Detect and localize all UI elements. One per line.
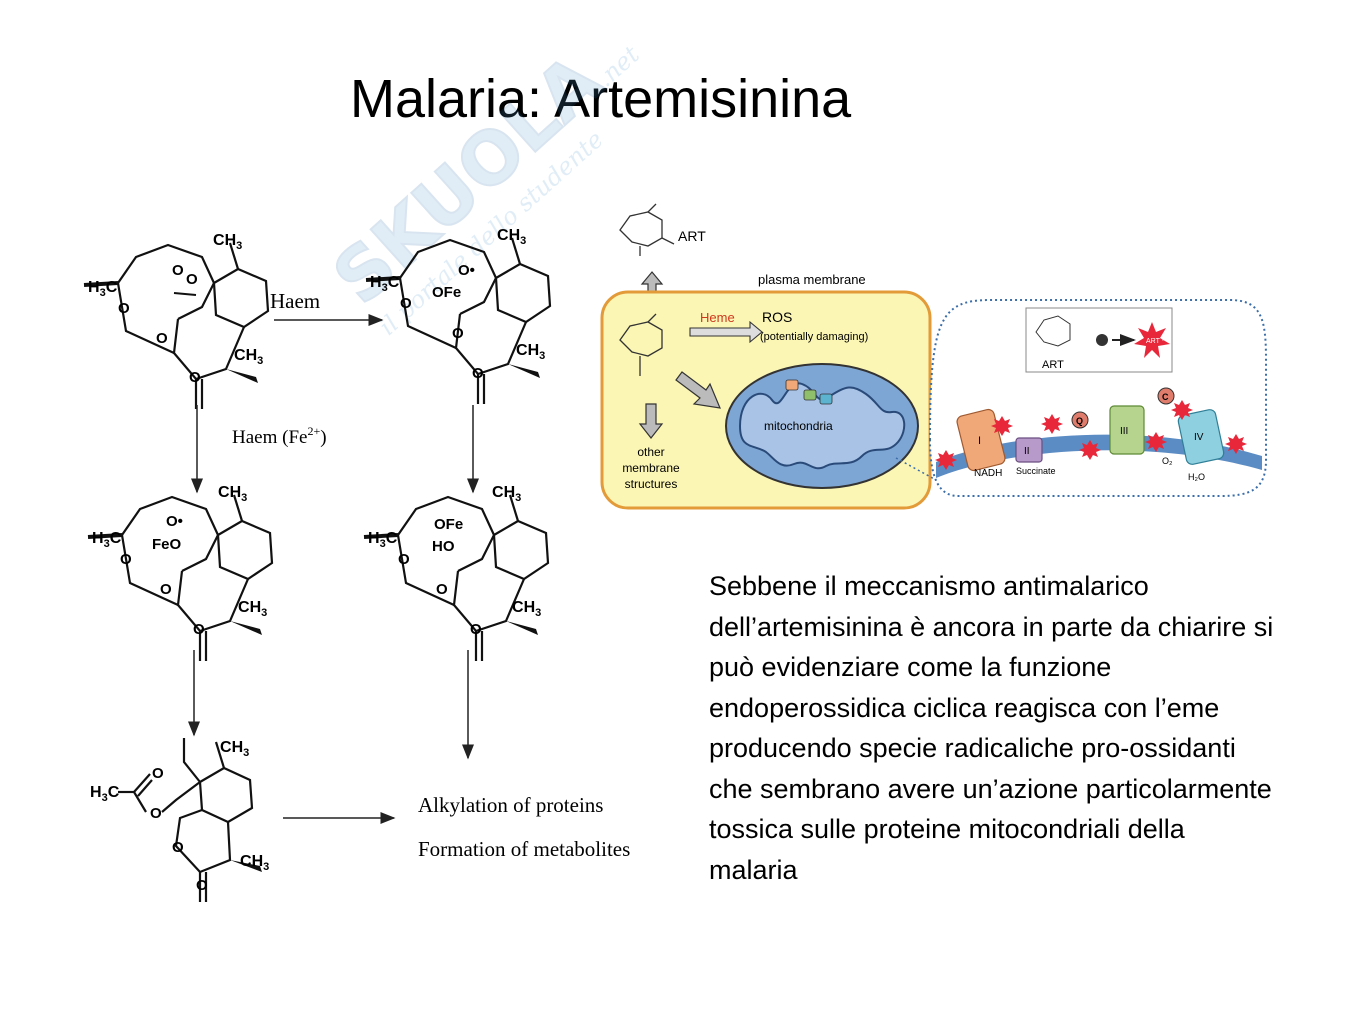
metabolites-label: Formation of metabolites xyxy=(418,837,630,861)
ch3-label: CH3 xyxy=(213,232,242,252)
art-star-icon xyxy=(1134,322,1170,358)
mini-complex xyxy=(803,389,817,401)
o2-label: O₂ xyxy=(1162,456,1173,466)
h3c-label: H3C xyxy=(368,530,398,550)
reaction-scheme: CH3 H3C O O O O O CH3 Haem CH3 H3C O• OF… xyxy=(82,227,630,902)
cytochrome-c xyxy=(1157,387,1175,405)
carbonyl-o: O xyxy=(470,621,482,638)
complex-IV-label: IV xyxy=(1194,432,1204,443)
carbonyl-o: O xyxy=(472,365,484,382)
heme-arrow xyxy=(689,320,763,344)
ch3-label: CH3 xyxy=(234,347,263,367)
ofe-label: OFe xyxy=(432,284,461,301)
ros-stars xyxy=(935,400,1247,470)
q-label: Q xyxy=(1076,416,1083,426)
carbonyl-o: O xyxy=(196,877,208,894)
peroxide-o1: O xyxy=(172,262,184,279)
ester-o: O xyxy=(150,805,162,822)
carbonyl-o: O xyxy=(193,621,205,638)
carbonyl-o: O xyxy=(189,369,201,386)
mito-arrow xyxy=(675,371,721,409)
complex-I xyxy=(956,408,1006,472)
ring-o: O xyxy=(118,300,130,317)
acetyl-o: O xyxy=(152,765,164,782)
nadh-label: NADH xyxy=(974,468,1002,479)
ch3-label: CH3 xyxy=(492,484,521,504)
succinate-label: Succinate xyxy=(1016,466,1056,476)
ubiquinone xyxy=(1071,411,1089,429)
electron-icon xyxy=(1096,334,1108,346)
slide-body-text: Sebbene il meccanismo antimalarico dell’… xyxy=(709,571,1274,885)
feo-label: FeO xyxy=(152,536,182,553)
haem-label: Haem xyxy=(270,289,320,313)
h3c-label: H3C xyxy=(90,784,120,804)
h3c-label: H3C xyxy=(88,279,118,299)
o-radical: O• xyxy=(458,262,475,279)
h3c-label: H3C xyxy=(370,274,400,294)
inset-art-star: ART * xyxy=(1146,338,1165,345)
ch3-label: CH3 xyxy=(512,599,541,619)
callout-line xyxy=(895,457,959,493)
complex-I-label: I xyxy=(978,435,981,447)
lactone-o: O xyxy=(160,581,172,598)
lactone-o: O xyxy=(436,581,448,598)
art-molecule xyxy=(619,203,675,256)
molecule-artemisinin xyxy=(82,241,270,411)
art-label: ART xyxy=(678,228,706,244)
ring-o: O xyxy=(398,551,410,568)
down-block-arrow xyxy=(638,403,664,439)
mini-complex xyxy=(785,379,799,391)
ch3-label: CH3 xyxy=(238,599,267,619)
ch3-label: CH3 xyxy=(220,739,249,759)
lactone-o: O xyxy=(156,330,168,347)
complex-III xyxy=(1109,405,1145,455)
heme-label: Heme xyxy=(700,310,735,325)
mini-complex xyxy=(819,393,833,405)
slide-title: Malaria: Artemisinina xyxy=(350,69,852,129)
inner-art-molecule xyxy=(619,313,663,376)
ros-label: ROS xyxy=(762,309,792,325)
h3c-label: H3C xyxy=(92,530,122,550)
complex-II xyxy=(1015,437,1043,463)
inset-art-label: ART xyxy=(1042,359,1064,371)
lactone-o: O xyxy=(452,325,464,342)
lactone-o: O xyxy=(172,839,184,856)
haem-fe-label: Haem (Fe2+) xyxy=(232,424,327,448)
c-label: C xyxy=(1162,392,1169,402)
other-structures-2: membrane xyxy=(622,461,680,475)
molecule-acetate xyxy=(118,738,254,902)
ros-note: (potentially damaging) xyxy=(760,331,868,343)
mitochondria-label: mitochondria xyxy=(764,419,833,433)
other-structures-3: structures xyxy=(625,477,678,491)
h2o-label: H₂O xyxy=(1188,472,1205,482)
alkylation-label: Alkylation of proteins xyxy=(418,793,603,817)
plasma-membrane-label: plasma membrane xyxy=(758,272,866,287)
ch3-label: CH3 xyxy=(218,484,247,504)
complex-III-label: III xyxy=(1120,426,1128,437)
ho-label: HO xyxy=(432,538,455,555)
peroxide-o2: O xyxy=(186,271,198,288)
complex-IV xyxy=(1177,409,1225,465)
ch3-label: CH3 xyxy=(516,342,545,362)
other-structures-1: other xyxy=(637,445,664,459)
o-radical: O• xyxy=(166,513,183,530)
ofe-label: OFe xyxy=(434,516,463,533)
ch3-label: CH3 xyxy=(497,227,526,247)
cell-diagram: ART plasma membrane Heme ROS (potentiall… xyxy=(600,203,1267,510)
complex-II-label: II xyxy=(1024,446,1030,457)
ring-o: O xyxy=(400,295,412,312)
ch3-label: CH3 xyxy=(240,853,269,873)
ring-o: O xyxy=(120,551,132,568)
